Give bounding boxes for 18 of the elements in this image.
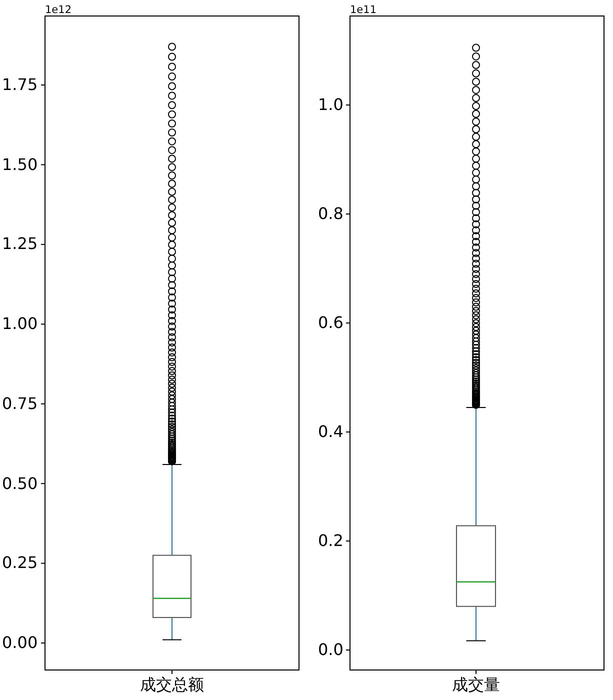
tick-label: 0.50: [2, 476, 38, 492]
tick-label: 0.4: [318, 424, 344, 440]
tick-label: 0.6: [318, 315, 344, 331]
tick-label: 0.2: [318, 533, 344, 549]
tick-label: 0.0: [318, 642, 344, 658]
tick-label: 1.00: [2, 316, 38, 332]
tick-label: 0.25: [2, 555, 38, 572]
tick-label: 1.75: [2, 77, 38, 93]
exponent-label: 1e11: [350, 4, 377, 15]
exponent-label: 1e12: [45, 4, 72, 15]
tick-label: 1.50: [2, 156, 38, 173]
category-label: 成交总额: [140, 677, 204, 693]
tick-label: 1.0: [318, 97, 344, 113]
tick-label: 0.8: [318, 206, 344, 222]
tick-label: 1.25: [2, 236, 38, 252]
tick-label: 0.00: [2, 635, 38, 651]
tick-label: 0.75: [2, 396, 38, 412]
category-label: 成交量: [452, 677, 500, 693]
